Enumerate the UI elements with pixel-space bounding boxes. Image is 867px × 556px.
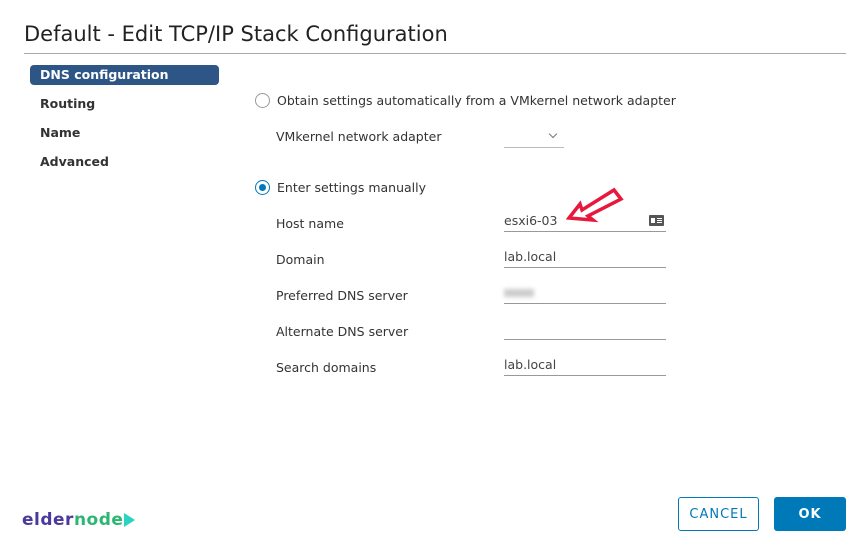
vmkernel-adapter-select[interactable] xyxy=(504,126,564,148)
nav-item-dns-configuration[interactable]: DNS configuration xyxy=(30,65,219,85)
preferred-dns-label: Preferred DNS server xyxy=(276,288,408,303)
host-name-value: esxi6-03 xyxy=(504,213,558,228)
domain-label: Domain xyxy=(276,252,325,267)
chevron-down-icon xyxy=(548,129,558,139)
alternate-dns-input[interactable] xyxy=(504,318,666,340)
radio-button-selected[interactable] xyxy=(255,180,270,195)
logo-text-node: node xyxy=(73,510,124,530)
radio-label: Enter settings manually xyxy=(277,180,427,195)
alternate-dns-label: Alternate DNS server xyxy=(276,324,409,339)
eldernode-logo: eldernode xyxy=(22,510,136,530)
search-domains-label: Search domains xyxy=(276,360,377,375)
nav-item-advanced[interactable]: Advanced xyxy=(40,154,109,169)
radio-label: Obtain settings automatically from a VMk… xyxy=(277,93,676,108)
preferred-dns-input[interactable] xyxy=(504,282,666,304)
dialog-title: Default - Edit TCP/IP Stack Configuratio… xyxy=(24,22,448,46)
annotation-arrow-icon xyxy=(566,187,624,223)
cancel-button[interactable]: CANCEL xyxy=(678,497,759,531)
ok-button[interactable]: OK xyxy=(774,497,846,531)
title-divider xyxy=(24,53,846,54)
contact-card-icon[interactable] xyxy=(649,215,664,226)
search-domains-input[interactable]: lab.local xyxy=(504,354,666,376)
radio-enter-manually[interactable]: Enter settings manually xyxy=(255,180,426,195)
redacted-value xyxy=(504,289,534,297)
play-arrow-icon xyxy=(124,513,136,527)
vmkernel-label: VMkernel network adapter xyxy=(276,129,442,144)
host-name-input[interactable]: esxi6-03 xyxy=(504,210,666,232)
nav-item-routing[interactable]: Routing xyxy=(40,96,96,111)
nav-item-name[interactable]: Name xyxy=(40,125,81,140)
radio-button[interactable] xyxy=(255,93,270,108)
radio-obtain-automatically[interactable]: Obtain settings automatically from a VMk… xyxy=(255,93,676,108)
host-name-label: Host name xyxy=(276,216,344,231)
sidebar-nav: DNS configuration Routing Name Advanced xyxy=(30,65,219,181)
logo-text-elder: elder xyxy=(22,510,74,530)
domain-input[interactable]: lab.local xyxy=(504,246,666,268)
